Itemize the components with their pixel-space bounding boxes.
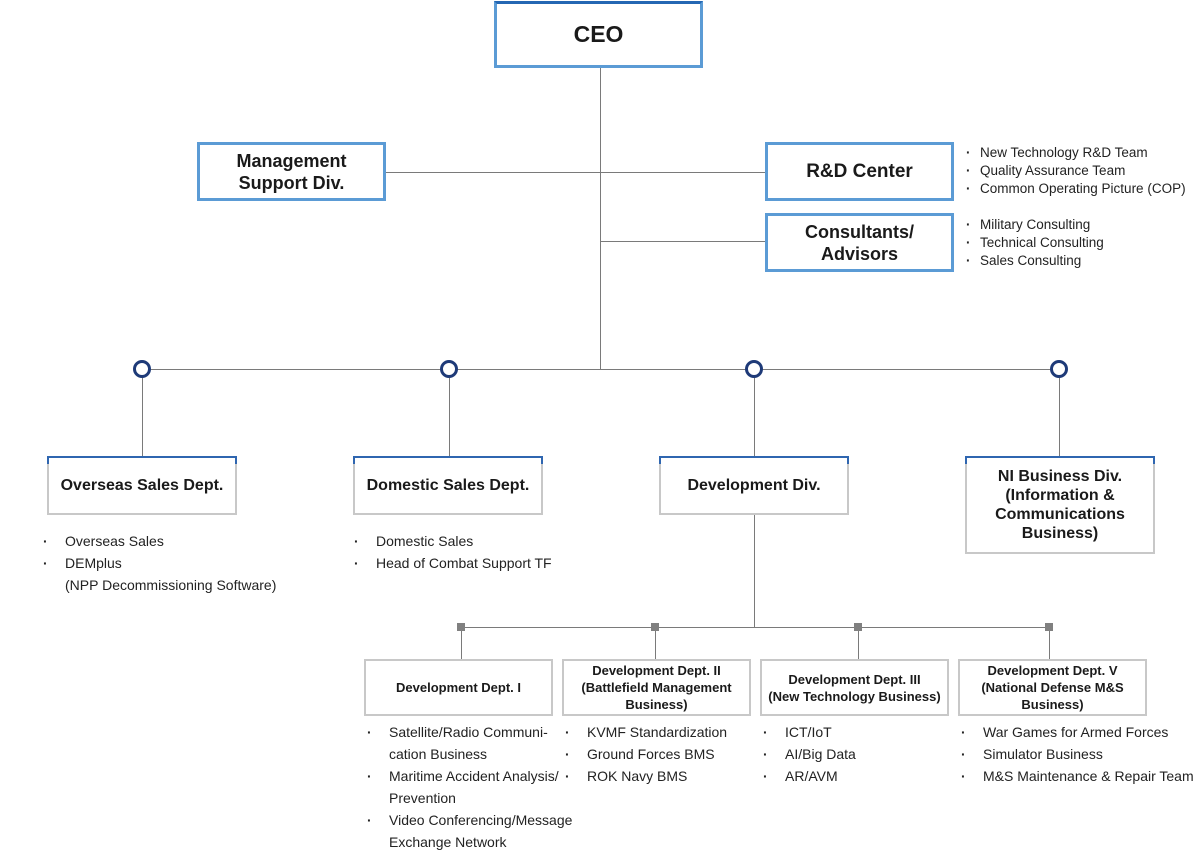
list-item: Technical Consulting	[966, 234, 1104, 252]
rnd-center-label: R&D Center	[806, 160, 913, 182]
ni-drop-line	[1059, 376, 1060, 458]
ni-business-line2: (Information &	[1005, 487, 1115, 504]
list-item: M&S Maintenance & Repair Team	[957, 765, 1194, 787]
dev-dept-2-line2: (Battlefield Management	[581, 680, 732, 695]
list-item: Military Consulting	[966, 216, 1104, 234]
list-item: Simulator Business	[957, 743, 1194, 765]
list-item-continuation: (NPP Decommissioning Software)	[65, 577, 277, 593]
list-item: Satellite/Radio Communi-	[363, 721, 572, 743]
dev-dept-3-box: Development Dept. III (New Technology Bu…	[760, 659, 949, 716]
dept3-drop-line	[858, 627, 859, 660]
list-item: Head of Combat Support TF	[350, 552, 552, 574]
development-node-circle	[745, 360, 763, 378]
consultants-list: Military Consulting Technical Consulting…	[966, 216, 1104, 270]
development-div-label: Development Div.	[687, 476, 821, 494]
consultants-connector-line	[600, 241, 765, 242]
division-bus-line	[142, 369, 1060, 370]
dept5-drop-line	[1049, 627, 1050, 660]
ni-business-box: NI Business Div. (Information & Communic…	[965, 456, 1155, 554]
domestic-sales-box: Domestic Sales Dept.	[353, 456, 543, 515]
dev-dept-5-list: War Games for Armed Forces Simulator Bus…	[957, 721, 1194, 787]
list-item: AR/AVM	[759, 765, 856, 787]
dev-dept-5-line1: Development Dept. V	[987, 663, 1118, 678]
dept2-node-square	[651, 623, 659, 631]
list-item: Common Operating Picture (COP)	[966, 180, 1186, 198]
management-support-line2: Support Div.	[238, 172, 345, 193]
list-item-continuation: Prevention	[389, 790, 456, 806]
management-connector-line	[385, 172, 765, 173]
development-div-box: Development Div.	[659, 456, 849, 515]
rnd-center-list: New Technology R&D Team Quality Assuranc…	[966, 144, 1186, 198]
dev-dept-1-label: Development Dept. I	[396, 680, 521, 695]
domestic-sales-label: Domestic Sales Dept.	[366, 476, 530, 494]
list-item: KVMF Standardization	[561, 721, 727, 743]
development-drop-line	[754, 376, 755, 458]
list-item: DEMplus	[39, 552, 276, 574]
dept5-node-square	[1045, 623, 1053, 631]
management-support-line1: Management	[236, 150, 347, 171]
list-item: Sales Consulting	[966, 252, 1104, 270]
ceo-box: CEO	[494, 1, 703, 68]
overseas-drop-line	[142, 376, 143, 458]
dev-dept-5-line3: Business)	[1021, 697, 1084, 712]
dev-dept-2-box: Development Dept. II (Battlefield Manage…	[562, 659, 751, 716]
ni-node-circle	[1050, 360, 1068, 378]
dev-dept-2-list: KVMF Standardization Ground Forces BMS R…	[561, 721, 727, 787]
list-item: ROK Navy BMS	[561, 765, 727, 787]
dept2-drop-line	[655, 627, 656, 660]
dev-dept-3-list: ICT/IoT AI/Big Data AR/AVM	[759, 721, 856, 787]
domestic-node-circle	[440, 360, 458, 378]
list-item: Quality Assurance Team	[966, 162, 1186, 180]
dev-dept-1-list: Satellite/Radio Communi- cation Business…	[363, 721, 572, 853]
development-trunk-line	[754, 515, 755, 627]
dept1-node-square	[457, 623, 465, 631]
rnd-center-box: R&D Center	[765, 142, 954, 201]
list-item-continuation: Exchange Network	[389, 834, 507, 850]
ceo-label: CEO	[573, 21, 624, 47]
management-support-box: Management Support Div.	[197, 142, 386, 201]
list-item: Domestic Sales	[350, 530, 552, 552]
ni-business-line4: Business)	[1021, 525, 1099, 542]
list-item: Overseas Sales	[39, 530, 276, 552]
dept-bus-line	[461, 627, 1050, 628]
list-item: Video Conferencing/Message	[363, 809, 572, 831]
domestic-sales-list: Domestic Sales Head of Combat Support TF	[350, 530, 552, 574]
ni-business-line1: NI Business Div.	[997, 468, 1123, 485]
dev-dept-2-line1: Development Dept. II	[592, 663, 721, 678]
dev-dept-3-line1: Development Dept. III	[788, 671, 921, 687]
dept1-drop-line	[461, 627, 462, 660]
consultants-line1: Consultants/	[804, 221, 914, 242]
consultants-box: Consultants/ Advisors	[765, 213, 954, 272]
dev-dept-5-box: Development Dept. V (National Defense M&…	[958, 659, 1147, 716]
domestic-drop-line	[449, 376, 450, 458]
dev-dept-3-line2: (New Technology Business)	[768, 688, 941, 704]
list-item: ICT/IoT	[759, 721, 856, 743]
dev-dept-5-line2: (National Defense M&S	[981, 680, 1124, 695]
dev-dept-1-box: Development Dept. I	[364, 659, 553, 716]
consultants-line2: Advisors	[820, 243, 899, 264]
list-item: War Games for Armed Forces	[957, 721, 1194, 743]
overseas-sales-list: Overseas Sales DEMplus (NPP Decommission…	[39, 530, 276, 596]
list-item: AI/Big Data	[759, 743, 856, 765]
list-item-continuation: cation Business	[389, 746, 488, 762]
list-item: New Technology R&D Team	[966, 144, 1186, 162]
ni-business-line3: Communications	[995, 506, 1125, 523]
list-item: Maritime Accident Analysis/	[363, 765, 572, 787]
ceo-trunk-line	[600, 66, 601, 369]
dev-dept-2-line3: Business)	[625, 697, 688, 712]
dept3-node-square	[854, 623, 862, 631]
list-item: Ground Forces BMS	[561, 743, 727, 765]
overseas-node-circle	[133, 360, 151, 378]
overseas-sales-label: Overseas Sales Dept.	[60, 476, 224, 494]
overseas-sales-box: Overseas Sales Dept.	[47, 456, 237, 515]
